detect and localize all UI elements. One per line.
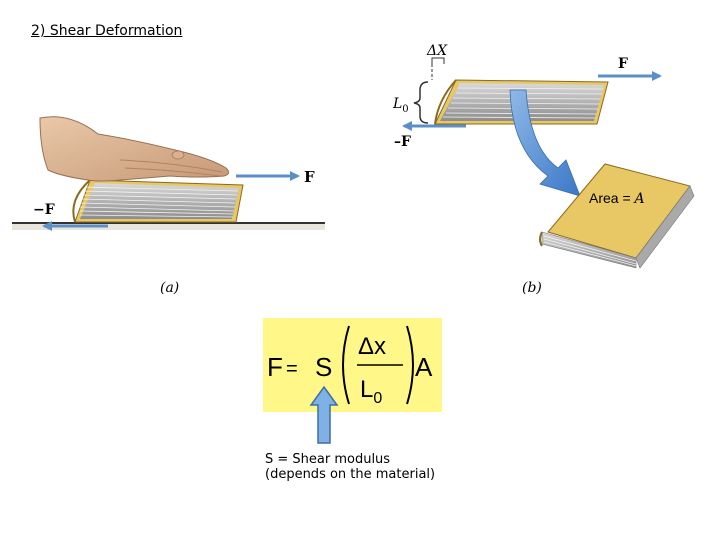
pointer-arrow (309, 385, 339, 444)
formula-box: F = S Δx L0 A (263, 318, 442, 412)
panel-b-label: (b) (522, 280, 542, 296)
length-brace (413, 81, 429, 124)
delta-x-bracket (431, 57, 445, 64)
book-b-area (539, 163, 695, 269)
formula-denominator: L0 (360, 376, 382, 407)
formula-numerator: Δx (358, 333, 386, 360)
area-label: Area = A (589, 190, 645, 207)
note-line-1: S = Shear modulus (265, 452, 391, 467)
formula: F = S Δx L0 A (267, 325, 433, 407)
panel-a-label: (a) (160, 280, 179, 296)
formula-factor: A (415, 352, 433, 382)
modulus-note: S = Shear modulus (depends on the materi… (265, 452, 435, 482)
panel-b: ΔX L0 F –F Area = A (b) (392, 43, 695, 296)
force-label-right-a: F (304, 168, 315, 186)
force-label-left-b: –F (394, 134, 411, 150)
panel-a: F −F (a) (12, 116, 325, 296)
book-a (72, 179, 244, 223)
force-label-right-b: F (618, 56, 628, 72)
formula-modulus: S (315, 352, 332, 382)
formula-lhs: F (267, 352, 283, 382)
formula-equals: = (286, 358, 298, 380)
delta-x-label: ΔX (426, 43, 448, 59)
length-label: L0 (392, 96, 409, 115)
note-line-2: (depends on the material) (265, 467, 436, 482)
hand-illustration (39, 116, 230, 182)
slide-title: 2) Shear Deformation (31, 23, 183, 39)
up-arrow-icon (309, 385, 339, 444)
formula-right-paren (406, 325, 414, 405)
formula-left-paren (342, 325, 350, 405)
force-label-left-a: −F (33, 202, 55, 218)
